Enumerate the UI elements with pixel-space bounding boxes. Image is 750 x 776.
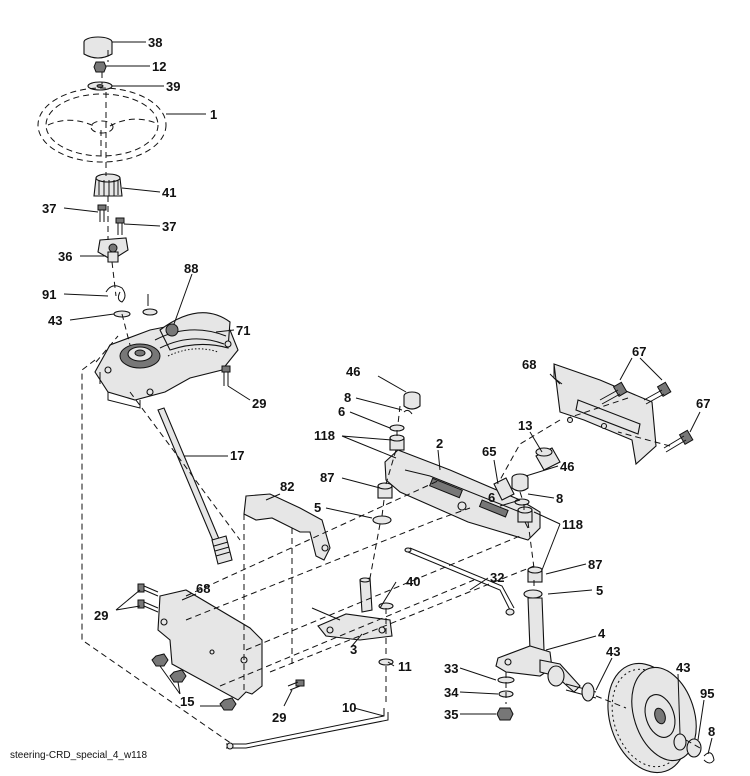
part-drag-link [404,547,515,616]
callout-39: 39 [166,79,180,94]
callout-2: 2 [436,436,443,451]
callout-8-wheel: 8 [708,724,715,739]
callout-43-mid: 43 [606,644,620,659]
callout-11: 11 [398,659,412,674]
part-washer-6-right [514,498,530,506]
part-bolt-29-lower [287,679,305,691]
callout-40: 40 [406,574,420,589]
part-washer-5-left [372,515,392,525]
part-pivot-bar [535,447,561,471]
part-steering-hub [93,173,123,197]
callout-33: 33 [444,661,458,676]
part-steering-gear-assembly [94,312,239,409]
callout-41: 41 [162,185,176,200]
part-column-bracket [97,237,129,263]
callout-118-left: 118 [314,428,335,443]
callout-91: 91 [42,287,56,302]
part-bolt-29-left-a [137,583,159,597]
part-steering-arm [311,577,393,641]
callout-68-left: 68 [196,581,210,596]
diagram-caption: steering-CRD_special_4_w118 [10,750,148,761]
part-washer-43-wheel [673,733,687,751]
callout-67-right: 67 [696,396,710,411]
part-cotter-8-wheel [703,752,715,764]
callout-17: 17 [230,448,244,463]
part-bolt-37-left [97,204,107,222]
callout-8-left: 8 [344,390,351,405]
callout-6-right: 6 [488,490,495,505]
callout-1: 1 [210,107,217,122]
part-axle-cap-right [511,473,529,492]
callout-8-right: 8 [556,491,563,506]
callout-3: 3 [350,642,357,657]
part-bushing-118-right [517,506,533,523]
callout-29-left: 29 [94,608,108,623]
callout-118-right: 118 [562,517,583,532]
assembly-lines [81,50,701,749]
callout-labels: 38 12 39 1 41 37 37 36 88 91 43 71 29 17… [42,35,715,739]
callout-32: 32 [490,570,504,585]
part-steering-cap [83,36,113,59]
callout-15: 15 [180,694,194,709]
part-bolt-29-top [221,365,231,386]
part-mounting-bracket-82 [243,493,331,561]
callout-13: 13 [518,418,532,433]
callout-43-wheel: 43 [676,660,690,675]
callout-35: 35 [444,707,458,722]
callout-71: 71 [236,323,250,338]
callout-29-top: 29 [252,396,266,411]
part-frame-bracket-68 [157,589,263,701]
part-washer-5-right [523,589,543,599]
part-bushing-87-left [377,482,393,499]
callout-95: 95 [700,686,714,701]
part-pivot-bushing [493,477,515,501]
callout-38: 38 [148,35,162,50]
callout-68-top: 68 [522,357,536,372]
callout-10: 10 [342,700,356,715]
part-pivot-bracket-top [553,363,657,466]
part-nut-35 [496,707,514,721]
part-washer-95 [686,738,702,758]
callout-29-lower: 29 [272,710,286,725]
part-steering-shaft [157,407,233,565]
callout-4: 4 [598,626,606,641]
callout-88: 88 [184,261,198,276]
callout-37-left: 37 [42,201,56,216]
callout-46-right: 46 [560,459,574,474]
part-spring-clip [105,285,126,303]
callout-5-left: 5 [314,500,321,515]
part-nut-15-b [169,669,187,683]
callout-6-left: 6 [338,404,345,419]
part-bolt-67-a [599,381,628,405]
part-front-axle [384,449,541,541]
part-axle-cap-left [403,391,421,410]
part-bolt-37-right [115,217,125,235]
part-bolt-29-left-b [137,599,159,613]
part-bolt-67-c [663,429,694,453]
callout-43-top: 43 [48,313,62,328]
callout-5-right: 5 [596,583,603,598]
part-bushing-87-right [527,566,543,583]
part-nut [93,61,107,73]
part-steering-wheel [37,87,167,163]
leader-lines [63,41,713,755]
callout-65: 65 [482,444,496,459]
callout-46-left: 46 [346,364,360,379]
part-washer-small [142,308,158,316]
callout-87-right: 87 [588,557,602,572]
callout-34: 34 [444,685,459,700]
callout-36: 36 [58,249,72,264]
callout-37-right: 37 [162,219,176,234]
callout-82: 82 [280,479,294,494]
part-nut-15-a [151,653,169,667]
callout-12: 12 [152,59,166,74]
part-drag-link-10 [226,708,389,750]
callout-87-left: 87 [320,470,334,485]
callout-67-top: 67 [632,344,646,359]
part-bolt-67-b [643,381,672,405]
part-cotter-8-left [403,409,413,415]
part-nut-15-c [219,697,237,711]
part-bushing-118-left [389,434,405,451]
